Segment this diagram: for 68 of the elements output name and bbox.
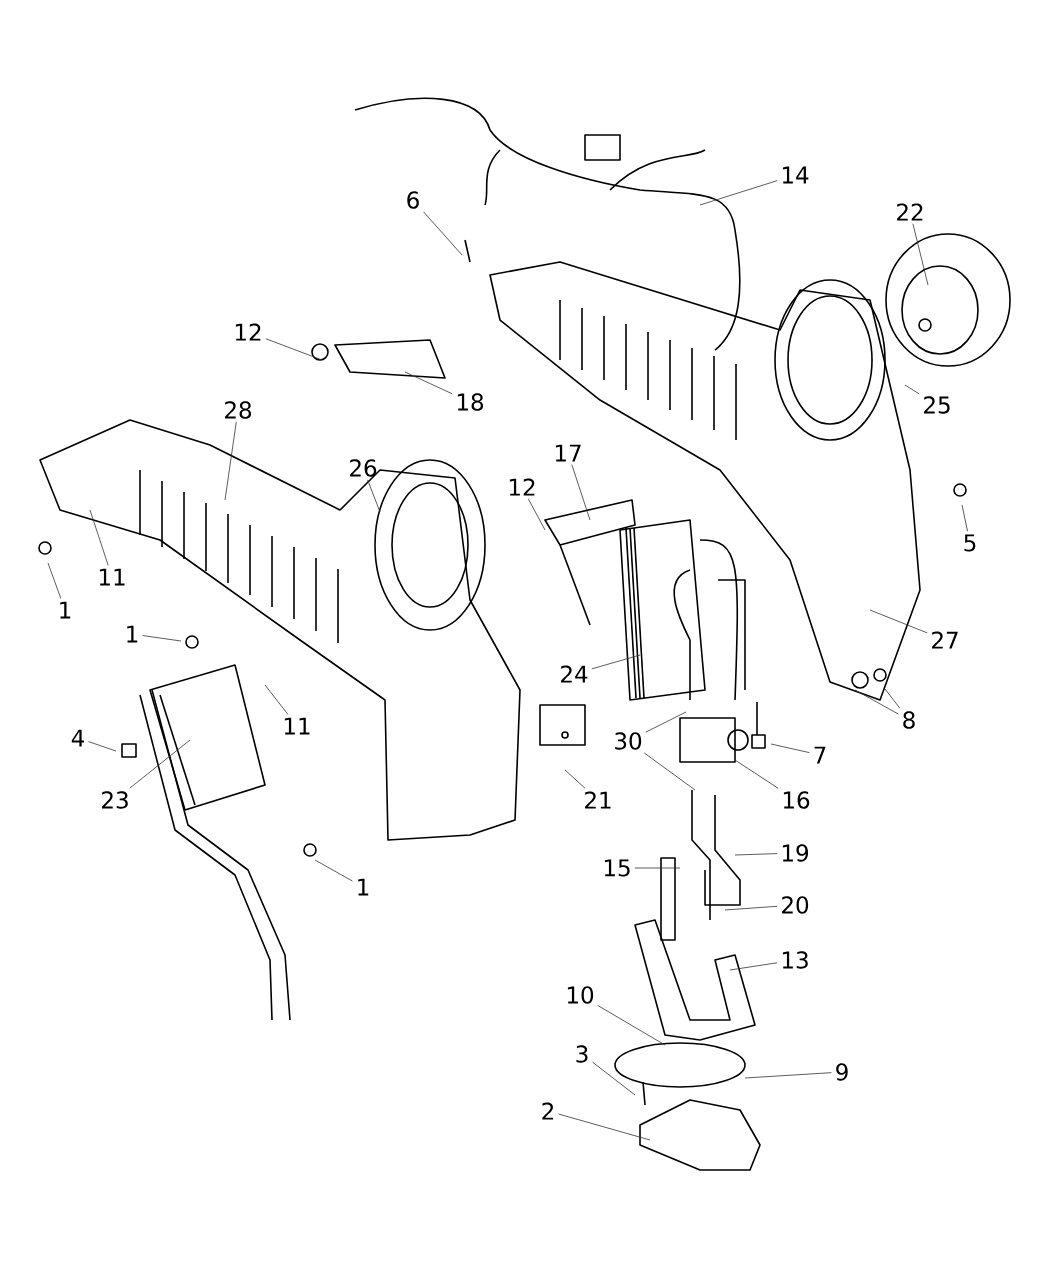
- callout-number: 18: [457, 393, 484, 411]
- leader-line: [724, 905, 778, 911]
- leader-line: [564, 769, 586, 789]
- leader-line: [129, 739, 191, 789]
- leader-line: [224, 421, 237, 501]
- callout-number: 26: [350, 459, 377, 477]
- leader-line: [744, 1072, 832, 1079]
- callout-number: 21: [585, 791, 611, 809]
- leader-line: [264, 684, 289, 715]
- leader-line: [729, 962, 778, 971]
- leader-line: [423, 211, 463, 256]
- leader-line: [912, 223, 929, 286]
- leader-line: [884, 688, 901, 709]
- callout-number: 1: [358, 878, 369, 896]
- leader-line: [734, 759, 779, 789]
- callout-number: 17: [555, 444, 581, 462]
- callout-number: 16: [783, 791, 810, 809]
- leader-line: [634, 867, 681, 869]
- leader-line: [88, 741, 117, 752]
- callout-number: 25: [924, 396, 950, 414]
- callout-number: 5: [964, 534, 976, 552]
- leader-line: [142, 635, 182, 642]
- leader-line: [527, 498, 546, 531]
- callout-number: 28: [225, 401, 252, 419]
- leader-line: [592, 1061, 636, 1096]
- leader-line: [699, 180, 778, 206]
- leader-line: [770, 743, 810, 754]
- callout-number: 15: [604, 859, 630, 877]
- leader-line: [869, 609, 928, 634]
- callout-number: 23: [102, 791, 128, 809]
- callout-number: 4: [71, 729, 85, 747]
- callout-number: 20: [782, 896, 809, 914]
- callout-number: 24: [561, 665, 588, 683]
- leader-line: [961, 504, 968, 532]
- leader-line: [734, 853, 778, 856]
- leader-line: [854, 689, 899, 715]
- callout-number: 12: [509, 478, 535, 496]
- leader-line: [643, 752, 696, 791]
- callout-number: 2: [542, 1102, 554, 1120]
- callout-number: 30: [615, 732, 642, 750]
- callout-number: 13: [782, 951, 808, 969]
- callout-number: 6: [407, 191, 419, 209]
- callout-number: 9: [836, 1063, 848, 1081]
- leader-line: [591, 654, 641, 670]
- callout-number: 11: [284, 717, 310, 735]
- callout-number: 8: [903, 711, 915, 729]
- leader-line: [404, 371, 453, 395]
- leader-line: [597, 1005, 666, 1046]
- leader-line: [265, 338, 323, 361]
- callout-number: 27: [932, 631, 958, 649]
- callout-number: 14: [782, 166, 809, 184]
- leader-line: [558, 1113, 651, 1141]
- callout-number: 1: [127, 625, 138, 643]
- callout-number: 11: [99, 568, 125, 586]
- leader-line: [571, 464, 591, 521]
- callout-number: 1: [60, 601, 71, 619]
- callout-number: 10: [567, 986, 594, 1004]
- leader-line: [645, 711, 687, 733]
- leader-line: [904, 384, 920, 395]
- leader-line: [314, 859, 353, 882]
- leader-line: [89, 509, 109, 566]
- callout-number: 7: [814, 746, 826, 764]
- callout-number: 19: [782, 844, 808, 862]
- callout-number: 3: [576, 1045, 588, 1063]
- callout-number: 22: [897, 203, 923, 221]
- leader-line: [47, 562, 62, 599]
- leader-line: [367, 479, 381, 513]
- callout-number: 12: [235, 323, 261, 341]
